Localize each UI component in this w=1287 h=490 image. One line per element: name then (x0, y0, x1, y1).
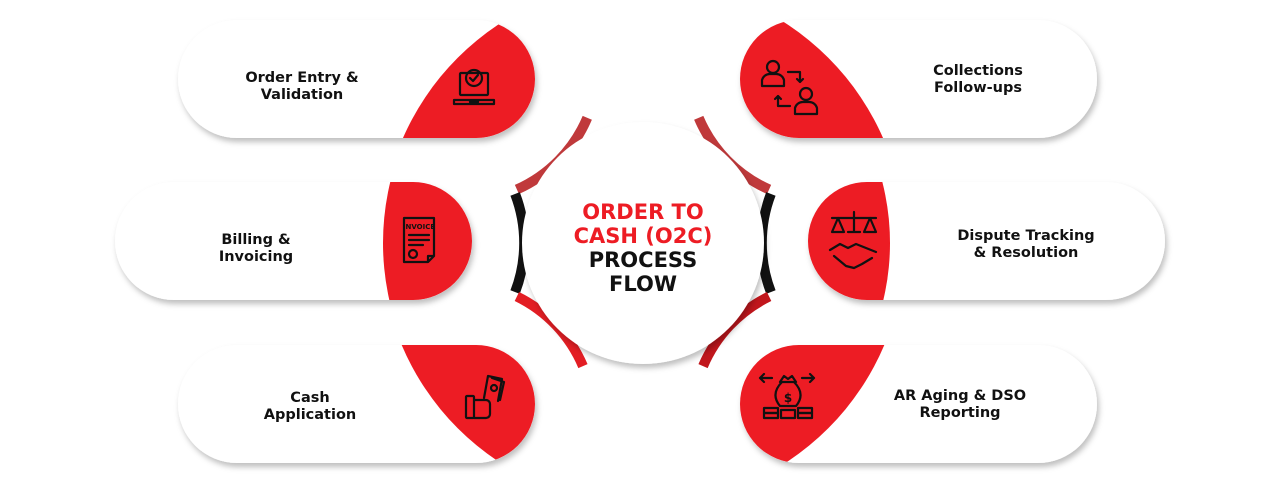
step-label: Follow-ups (934, 80, 1022, 96)
center-title-line: PROCESS (589, 248, 697, 272)
step-card-dispute (808, 182, 1165, 300)
step-label: Dispute Tracking (957, 228, 1094, 244)
center-title-line: FLOW (609, 272, 677, 296)
step-card-cash-application (178, 345, 535, 463)
step-label: Application (264, 407, 357, 423)
step-label: & Resolution (974, 245, 1079, 261)
step-card-billing (115, 182, 472, 300)
center-title-line: CASH (O2C) (574, 224, 713, 248)
svg-text:$: $ (784, 391, 792, 405)
step-label: Order Entry & (245, 70, 359, 86)
laptop-check-icon (452, 68, 496, 106)
step-label: Reporting (919, 405, 1000, 421)
invoice-icon: INVOICE (403, 216, 435, 264)
scales-handshake-icon (828, 210, 878, 270)
people-exchange-icon (760, 59, 819, 116)
step-label: AR Aging & DSO (894, 388, 1026, 404)
center-circle (522, 122, 764, 364)
step-label: Validation (261, 87, 344, 103)
step-label: Collections (933, 63, 1023, 79)
hand-cash-icon (464, 374, 506, 420)
step-label: Cash (290, 390, 329, 406)
step-label: Billing & (221, 232, 291, 248)
svg-text:INVOICE: INVOICE (403, 223, 435, 231)
step-card-collections (740, 20, 1097, 138)
money-bag-icon: $ (758, 372, 816, 420)
center-title-line: ORDER TO (582, 200, 703, 224)
step-card-order-entry (178, 20, 535, 138)
step-card-ar-aging (740, 345, 1097, 463)
step-label: Invoicing (219, 249, 293, 265)
